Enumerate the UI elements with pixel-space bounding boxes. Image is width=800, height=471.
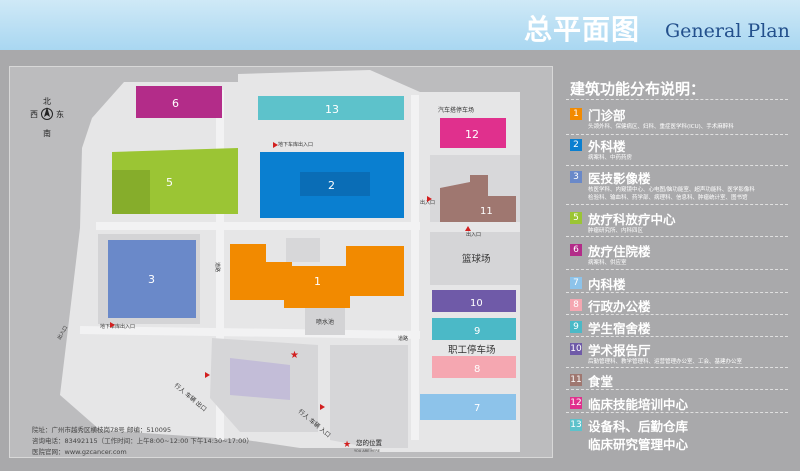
legend-name: 放疗住院楼 <box>588 244 651 259</box>
legend-num: 6 <box>570 244 582 256</box>
building-5-label: 5 <box>166 176 173 189</box>
entry-marker <box>427 196 432 202</box>
building-2-courtyard <box>300 172 370 196</box>
legend-name: 学术报告厅 <box>588 343 651 358</box>
building-11-label: 11 <box>480 206 493 217</box>
legend-name: 临床技能培训中心 <box>588 397 689 412</box>
building-1[interactable] <box>230 244 404 308</box>
road-south <box>79 326 421 339</box>
building-5-wing[interactable] <box>112 170 150 214</box>
compass-south: 南 <box>43 128 51 138</box>
legend-desc: 后勤管理科、教学管理科、运营管理办公室、工会、基建办公室 <box>588 359 743 365</box>
legend-num: 9 <box>570 321 582 333</box>
legend-name-2: 临床研究管理中心 <box>588 437 689 452</box>
entry-marker <box>110 322 115 328</box>
building-11[interactable] <box>440 175 516 222</box>
entry-small-2-label: 出入口 <box>466 231 481 238</box>
entry-marker <box>273 142 278 148</box>
star-icon: ★ <box>343 440 351 450</box>
fountain-label: 喷水池 <box>316 318 334 326</box>
legend-num: 2 <box>570 139 582 151</box>
compass-west: 西 <box>30 110 38 119</box>
legend-num: 1 <box>570 108 582 120</box>
legend-num: 10 <box>570 343 582 355</box>
entry-marker <box>465 226 471 231</box>
phone-text: 咨询电话：83492115（工作时间：上午8:00~12:00 下午14:30~… <box>32 437 253 445</box>
page-title-en: General Plan <box>665 20 790 42</box>
legend-desc: 肿瘤研究所、内科四区 <box>588 228 644 234</box>
entry-small-1-label: 出入口 <box>420 199 435 206</box>
star-icon: ★ <box>290 350 299 361</box>
building-6[interactable] <box>136 86 222 118</box>
legend-num: 13 <box>570 419 582 431</box>
legend-desc: 病案科、供应室 <box>588 260 627 266</box>
building-2-label: 2 <box>328 179 335 192</box>
compass-north: 北 <box>43 97 51 106</box>
basketball-court <box>430 232 520 285</box>
building-3[interactable] <box>108 240 196 318</box>
legend-name: 行政办公楼 <box>588 299 651 314</box>
legend-desc: 病案科、中药药房 <box>588 155 633 161</box>
legend-title: 建筑功能分布说明： <box>570 80 706 98</box>
small-building <box>230 358 290 400</box>
legend-panel: 建筑功能分布说明： 1 门诊部 头颈外科、保健病区、妇科、重症医学科(ICU)、… <box>566 66 792 458</box>
road-south-label: 道路 <box>398 335 408 342</box>
block <box>286 238 320 262</box>
legend-num: 11 <box>570 374 582 386</box>
legend-num: 5 <box>570 212 582 224</box>
header-banner: 总平面图 General Plan <box>0 0 800 50</box>
entry-marker <box>320 404 325 410</box>
building-10[interactable] <box>432 290 516 312</box>
road-west-label: 道路 <box>214 262 221 272</box>
legend-num: 12 <box>570 397 582 409</box>
building-9[interactable] <box>432 318 516 340</box>
basketball-label: 篮球场 <box>462 253 491 265</box>
legend-name: 内科楼 <box>588 277 626 292</box>
legend-name: 学生宿舍楼 <box>588 321 651 336</box>
you-are-here-label: 您的位置 <box>356 438 383 447</box>
compass-east: 东 <box>56 109 64 119</box>
legend-num: 3 <box>570 171 582 183</box>
legend-name: 外科楼 <box>588 139 626 154</box>
you-are-here-en-label: YOU ARE HERE <box>354 449 380 453</box>
building-8-label: 8 <box>474 364 480 375</box>
building-12[interactable] <box>440 118 506 148</box>
building-12-label: 12 <box>465 128 479 141</box>
underground-entry-top-label: 地下车库出入口 <box>278 141 313 148</box>
legend-num: 8 <box>570 299 582 311</box>
compass: 北 南 东 西 <box>30 97 64 138</box>
address-text: 院址：广州市越秀区横枝岗78号 邮编：510095 <box>32 426 172 434</box>
entry-marker <box>205 372 210 378</box>
underground-entry-left-label: 地下车库出入口 <box>100 323 135 330</box>
website-text: 医院官网：www.gzcancer.com <box>32 448 127 456</box>
car-park-label: 汽车搭停车场 <box>438 106 474 114</box>
building-5[interactable] <box>112 148 238 214</box>
building-13[interactable] <box>258 96 404 120</box>
block-south <box>330 345 408 448</box>
building-1-label: 1 <box>314 275 321 288</box>
building-8[interactable] <box>432 356 516 378</box>
building-3-label: 3 <box>148 273 155 286</box>
building-10-label: 10 <box>470 298 483 309</box>
building-6-label: 6 <box>172 97 179 110</box>
staff-parking-label: 职工停车场 <box>448 344 496 356</box>
legend-name: 放疗科放疗中心 <box>588 212 676 227</box>
legend-name: 医技影像楼 <box>588 171 651 186</box>
legend-name: 设备科、后勤仓库 <box>588 419 689 434</box>
legend-name: 食堂 <box>588 374 614 389</box>
building-7-label: 7 <box>474 403 480 414</box>
building-9-label: 9 <box>474 326 480 337</box>
legend-name: 门诊部 <box>588 108 626 123</box>
legend-desc-2: 检验科、输血科、药学部、病理科、信息科、肿瘤统计室、图书馆 <box>588 195 748 201</box>
fountain <box>305 305 345 335</box>
legend-desc: 头颈外科、保健病区、妇科、重症医学科(ICU)、手术麻醉科 <box>588 124 734 130</box>
page-title-zh: 总平面图 <box>524 13 641 46</box>
legend-desc: 核医学科、内窥镜中心、心电图/脑功能室、超声功能科、医学影像科 <box>588 187 755 193</box>
building-7[interactable] <box>420 394 516 420</box>
legend-num: 7 <box>570 277 582 289</box>
building-13-label: 13 <box>325 103 339 116</box>
